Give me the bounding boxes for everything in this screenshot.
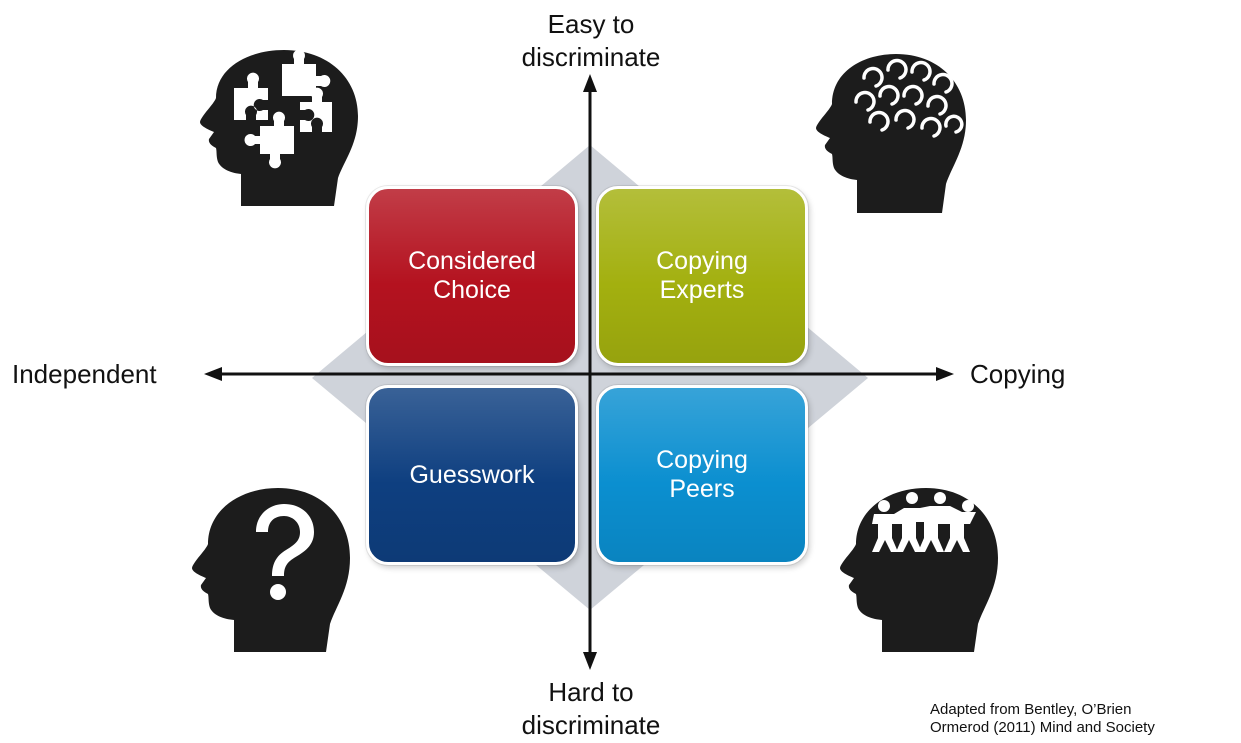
vertical-axis-top-arrowhead xyxy=(583,74,597,92)
quadrant-copying-peers-label: Copying Peers xyxy=(656,446,748,504)
people-chain-head-icon xyxy=(840,488,998,652)
bottom-axis-label-line-1: Hard to xyxy=(548,677,634,707)
quadrant-label-line: Considered xyxy=(408,247,536,276)
bottom-axis-label-line-2: discriminate xyxy=(521,709,661,740)
quadrant-label-line: Peers xyxy=(669,475,735,503)
quadrant-copying-peers: Copying Peers xyxy=(596,385,808,565)
vertical-axis-bottom-arrowhead xyxy=(583,652,597,670)
quadrant-label-line: Copying xyxy=(656,247,748,276)
quadrant-copying-experts: Copying Experts xyxy=(596,186,808,366)
top-axis-label-line-2: discriminate xyxy=(521,41,661,72)
horizontal-axis-left-arrowhead xyxy=(204,367,222,381)
quadrant-label-line: Choice xyxy=(433,276,511,304)
left-axis-label: Independent xyxy=(12,359,157,389)
source-citation-line-1: Adapted from Bentley, O’Brien xyxy=(930,701,1132,718)
quadrant-considered-choice: Considered Choice xyxy=(366,186,578,366)
quadrant-guesswork: Guesswork xyxy=(366,385,578,565)
quadrant-label-line: Experts xyxy=(659,276,745,304)
quadrant-copying-experts-label: Copying Experts xyxy=(656,247,748,305)
question-mark-head-icon xyxy=(192,488,350,652)
horizontal-axis-right-arrowhead xyxy=(936,367,954,381)
top-axis-label: Easy to discriminate xyxy=(480,8,702,73)
bottom-axis-label: Hard to discriminate xyxy=(480,676,702,741)
recycle-arrows-head-icon xyxy=(816,54,966,213)
right-axis-label: Copying xyxy=(970,359,1066,389)
quadrant-label-line: Guesswork xyxy=(409,460,535,489)
puzzle-pieces-head-icon xyxy=(200,49,358,206)
source-citation: Adapted from Bentley, O’Brien Ormerod (2… xyxy=(930,701,1155,737)
quadrant-considered-choice-label: Considered Choice xyxy=(408,247,536,305)
top-axis-label-line-1: Easy to xyxy=(547,9,635,39)
source-citation-line-2: Ormerod (2011) Mind and Society xyxy=(930,719,1155,736)
quadrant-label-line: Copying xyxy=(656,446,748,475)
quadrant-guesswork-label: Guesswork xyxy=(409,461,534,490)
